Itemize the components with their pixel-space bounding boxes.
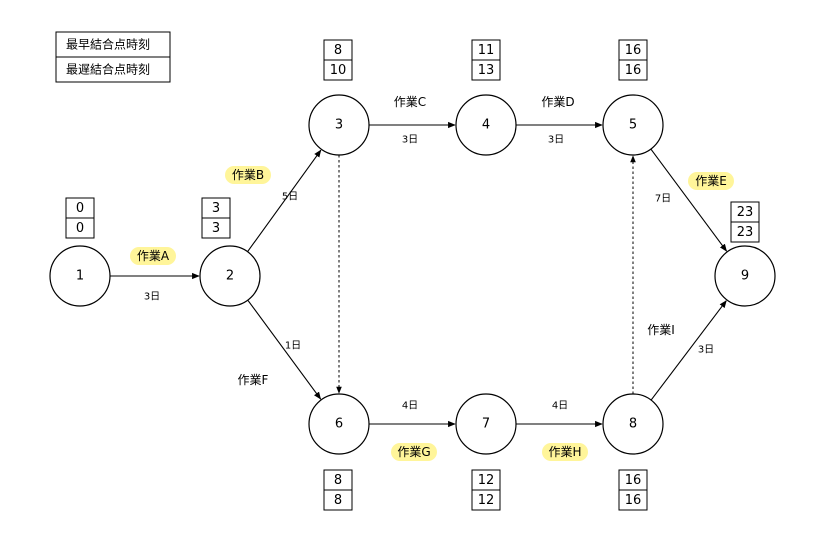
earliest-time-9: 23 [737,205,754,220]
node-5: 5 [602,94,664,156]
duration-label-2-6: 1日 [285,341,301,352]
duration-label-7-8: 4日 [552,401,568,412]
node-label-2: 2 [226,269,234,284]
task-label-3-4: 作業C [394,95,426,109]
duration-label-4-5: 3日 [548,135,564,146]
latest-box-1 [65,217,95,239]
node-label-5: 5 [629,118,637,133]
latest-box-6 [323,489,353,511]
task-label-1-2: 作業A [137,249,170,263]
task-highlight-5-9 [688,172,734,190]
node-3: 3 [308,94,370,156]
node-circle-9 [714,245,776,307]
task-label-7-8: 作業H [548,445,581,459]
latest-time-2: 3 [212,221,220,236]
latest-box-8 [618,489,648,511]
node-7: 7 [455,393,517,455]
latest-time-4: 13 [478,63,495,78]
latest-box-4 [471,59,501,81]
edge-2-3 [247,149,322,252]
node-circle-7 [455,393,517,455]
legend-earliest-label: 最早結合点時刻 [66,37,150,52]
node-8: 8 [602,393,664,455]
node-label-3: 3 [335,118,343,133]
legend-latest-label: 最遅結合点時刻 [66,62,150,77]
node-label-7: 7 [482,417,490,432]
node-label-8: 8 [629,417,637,432]
task-label-8-9: 作業I [647,323,675,337]
edge-2-6 [247,299,322,400]
earliest-time-6: 8 [334,473,342,488]
earliest-time-8: 16 [625,473,642,488]
task-highlight-7-8 [542,443,588,461]
node-label-6: 6 [335,417,343,432]
duration-label-2-3: 5日 [282,192,298,203]
node-circle-4 [455,94,517,156]
earliest-time-5: 16 [625,43,642,58]
duration-label-8-9: 3日 [698,345,714,356]
node-circle-8 [602,393,664,455]
latest-time-8: 16 [625,493,642,508]
latest-time-7: 12 [478,493,495,508]
node-label-9: 9 [741,269,749,284]
earliest-time-3: 8 [334,43,342,58]
duration-label-5-9: 7日 [655,194,671,205]
edge-8-9 [650,300,727,401]
node-label-4: 4 [482,118,490,133]
legend: 最早結合点時刻 最遅結合点時刻 [55,31,171,83]
node-2: 2 [199,245,261,307]
task-highlight-6-7 [391,443,437,461]
task-label-2-3: 作業B [232,168,264,182]
latest-box-9 [730,221,760,243]
edges: 作業A3日作業B5日作業C3日作業D3日作業E7日作業F1日作業G4日作業H4日… [110,95,734,461]
time-box-6: 88 [323,469,353,511]
node-circle-5 [602,94,664,156]
duration-label-6-7: 4日 [402,401,418,412]
time-box-2: 33 [201,197,231,239]
latest-time-6: 8 [334,493,342,508]
earliest-time-4: 11 [478,43,495,58]
legend-latest-box [55,56,171,83]
latest-time-5: 16 [625,63,642,78]
latest-box-3 [323,59,353,81]
edge-5-9 [650,148,727,252]
latest-time-1: 0 [76,221,84,236]
task-highlight-1-2 [130,247,176,265]
node-label-1: 1 [76,269,84,284]
node-circle-6 [308,393,370,455]
task-highlight-2-3 [225,166,271,184]
duration-label-3-4: 3日 [402,135,418,146]
time-box-1: 00 [65,197,95,239]
node-6: 6 [308,393,370,455]
node-circle-3 [308,94,370,156]
latest-box-7 [471,489,501,511]
node-circle-2 [199,245,261,307]
earliest-time-1: 0 [76,201,84,216]
node-circle-1 [49,245,111,307]
legend-earliest-box [55,31,171,58]
time-box-3: 810 [323,39,353,81]
task-label-4-5: 作業D [541,95,574,109]
duration-label-1-2: 3日 [144,292,160,303]
latest-time-9: 23 [737,225,754,240]
node-4: 4 [455,94,517,156]
task-label-6-7: 作業G [397,445,430,459]
task-label-5-9: 作業E [695,174,727,188]
earliest-time-2: 3 [212,201,220,216]
earliest-time-7: 12 [478,473,495,488]
latest-time-3: 10 [330,63,347,78]
task-label-2-6: 作業F [238,373,269,387]
latest-box-5 [618,59,648,81]
node-1: 1 [49,245,111,307]
latest-box-2 [201,217,231,239]
node-9: 9 [714,245,776,307]
